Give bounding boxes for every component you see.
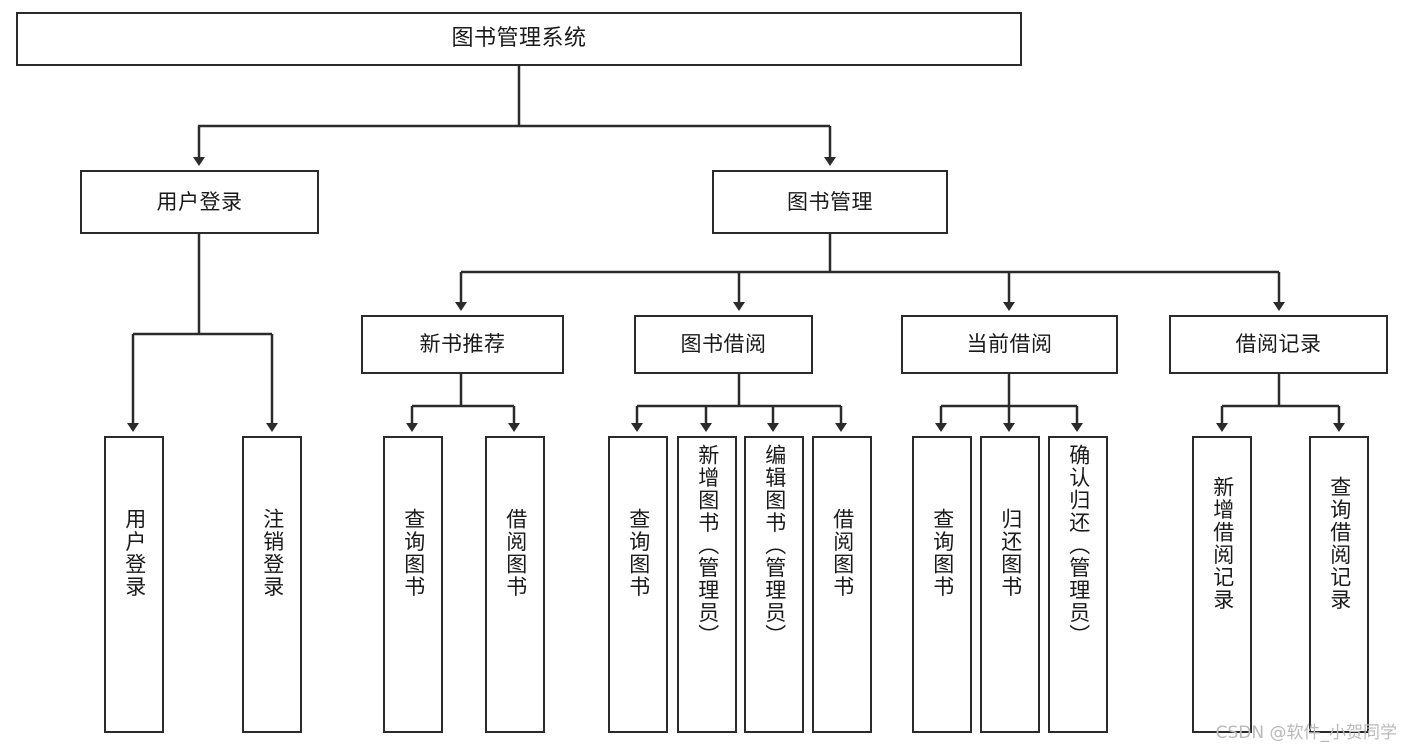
node-leaf-edit-book-label: 编辑图书（管理员） [762,444,787,647]
node-leaf-user-logout[interactable]: 注销登录 [242,436,302,733]
node-leaf-query-book-2[interactable]: 查询图书 [608,436,668,733]
node-leaf-query-book-3-label: 查询图书 [930,508,955,598]
node-user-login-label: 用户登录 [156,189,243,214]
node-leaf-return-book-label: 归还图书 [998,508,1023,598]
node-book-borrow-label: 图书借阅 [680,332,767,357]
node-leaf-borrow-book-1-label: 借阅图书 [503,508,528,598]
node-root[interactable]: 图书管理系统 [16,12,1022,66]
node-leaf-user-logout-label: 注销登录 [260,508,285,598]
node-new-book-rec[interactable]: 新书推荐 [361,315,564,374]
node-leaf-add-book-label: 新增图书（管理员） [695,444,720,647]
node-current-borrow-label: 当前借阅 [966,332,1053,357]
node-leaf-return-book[interactable]: 归还图书 [980,436,1040,733]
watermark: CSDN @软件_小贺同学 [1215,723,1397,743]
node-leaf-borrow-book-2[interactable]: 借阅图书 [812,436,872,733]
node-leaf-borrow-book-1[interactable]: 借阅图书 [485,436,545,733]
node-borrow-record-label: 借阅记录 [1235,332,1322,357]
node-current-borrow[interactable]: 当前借阅 [901,315,1118,374]
node-book-manage-label: 图书管理 [787,189,873,214]
node-book-manage[interactable]: 图书管理 [712,170,948,234]
node-leaf-add-record[interactable]: 新增借阅记录 [1192,436,1252,733]
node-book-borrow[interactable]: 图书借阅 [634,315,813,374]
node-leaf-query-book-1-label: 查询图书 [401,508,426,598]
node-leaf-user-login[interactable]: 用户登录 [104,436,164,733]
node-user-login[interactable]: 用户登录 [80,170,319,234]
node-leaf-confirm-return-label: 确认归还（管理员） [1066,444,1091,647]
node-new-book-rec-label: 新书推荐 [419,332,506,357]
node-leaf-user-login-label: 用户登录 [122,508,147,598]
node-leaf-query-book-2-label: 查询图书 [626,508,651,598]
node-leaf-query-record-label: 查询借阅记录 [1327,476,1352,611]
node-leaf-query-book-1[interactable]: 查询图书 [383,436,443,733]
node-leaf-borrow-book-2-label: 借阅图书 [830,508,855,598]
node-leaf-add-record-label: 新增借阅记录 [1210,476,1235,611]
node-leaf-query-record[interactable]: 查询借阅记录 [1309,436,1369,733]
node-leaf-add-book[interactable]: 新增图书（管理员） [677,436,737,733]
node-borrow-record[interactable]: 借阅记录 [1169,315,1388,374]
node-leaf-query-book-3[interactable]: 查询图书 [912,436,972,733]
node-leaf-confirm-return[interactable]: 确认归还（管理员） [1048,436,1108,733]
node-root-label: 图书管理系统 [451,26,587,52]
node-leaf-edit-book[interactable]: 编辑图书（管理员） [744,436,804,733]
